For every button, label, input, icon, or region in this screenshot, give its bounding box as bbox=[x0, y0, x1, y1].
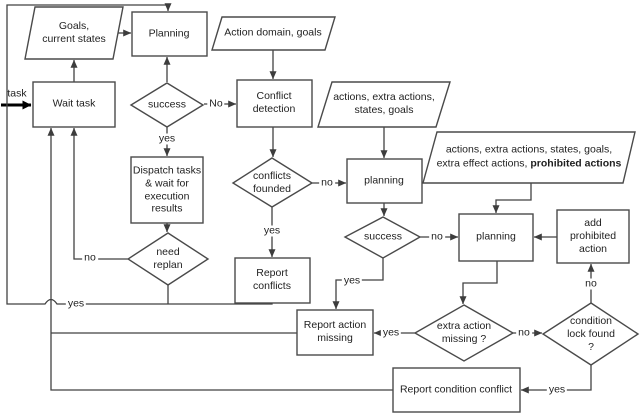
node-add-prohibited-action-shape bbox=[556, 209, 630, 264]
node-planning2-label: planning bbox=[364, 174, 404, 187]
node-dispatch-tasks-label: Dispatch tasks & wait for execution resu… bbox=[132, 164, 202, 215]
node-report-conflicts-label: Report conflicts bbox=[253, 267, 291, 292]
node-add-prohibited-action-label: add prohibited action bbox=[569, 216, 617, 255]
edge-label-need-replan-yes: yes bbox=[65, 297, 87, 310]
node-goals-current-states-shape bbox=[24, 6, 124, 60]
node-planning3-shape bbox=[458, 213, 534, 262]
node-goals-current-states-label: Goals, current states bbox=[42, 20, 106, 45]
node-condition-lock-found-label: condition lock found ? bbox=[567, 314, 615, 353]
edge-label-conflicts-founded-no: no bbox=[319, 176, 335, 189]
node-actions-states-goals-label: actions, extra actions, states, goals bbox=[333, 91, 435, 116]
edge-label-success2-yes: yes bbox=[341, 274, 363, 287]
edge-reportcondition-feedback-to-waittask bbox=[47, 127, 393, 391]
node-report-conflicts-shape bbox=[234, 257, 311, 304]
node-extended-inputs-label: actions, extra actions, states, goals, e… bbox=[433, 143, 625, 170]
node-need-replan-shape bbox=[126, 232, 210, 286]
node-wait-task-shape bbox=[32, 81, 116, 128]
edge-extendedinputs-to-planning3 bbox=[492, 183, 532, 214]
node-planning1-label: Planning bbox=[148, 27, 190, 40]
node-success1-shape bbox=[129, 82, 205, 128]
edge-label-task: task bbox=[7, 87, 27, 100]
edge-needreplan-no-to-waittask bbox=[70, 127, 128, 260]
edge-label-success1-no: No bbox=[207, 97, 225, 110]
node-conflicts-founded-shape bbox=[231, 157, 314, 208]
extended-inputs-normal-text: actions, extra actions, states, goals, e… bbox=[436, 143, 613, 169]
edge-label-extra-action-yes: yes bbox=[380, 326, 402, 339]
node-condition-lock-found-shape bbox=[541, 302, 640, 366]
node-action-domain-goals-shape bbox=[211, 16, 336, 51]
node-report-condition-conflict-shape bbox=[392, 367, 521, 413]
edge-label-conflicts-founded-yes: yes bbox=[261, 224, 283, 237]
node-success2-shape bbox=[343, 216, 422, 259]
node-report-action-missing-shape bbox=[296, 309, 374, 356]
node-wait-task-label: Wait task bbox=[52, 97, 96, 110]
node-planning1-shape bbox=[131, 11, 208, 57]
node-conflict-detection-shape bbox=[236, 79, 313, 128]
node-report-condition-conflict-label: Report condition conflict bbox=[399, 383, 513, 396]
edge-label-success2-no: no bbox=[429, 230, 445, 243]
node-extra-action-missing-shape bbox=[413, 304, 515, 362]
edge-label-extra-action-no: no bbox=[516, 326, 532, 339]
edge-label-condition-lock-yes: yes bbox=[546, 383, 568, 396]
node-success2-label: success bbox=[364, 230, 402, 243]
node-actions-states-goals-shape bbox=[317, 81, 451, 128]
node-conflict-detection-label: Conflict detection bbox=[252, 90, 296, 115]
node-action-domain-goals-label: Action domain, goals bbox=[224, 26, 322, 39]
edge-label-need-replan-no: no bbox=[82, 251, 98, 264]
edge-label-condition-lock-no: no bbox=[583, 277, 599, 290]
node-dispatch-tasks-shape bbox=[130, 156, 204, 224]
extended-inputs-bold-text: prohibited actions bbox=[530, 157, 622, 169]
node-need-replan-label: need replan bbox=[153, 246, 183, 271]
node-success1-label: success bbox=[148, 98, 186, 111]
edge-feedback-loop-to-planning1 bbox=[6, 3, 273, 305]
edge-conditionlock-yes-to-reportcondition bbox=[520, 365, 592, 394]
node-planning3-label: planning bbox=[476, 230, 516, 243]
node-conflicts-founded-label: conflicts founded bbox=[253, 170, 291, 195]
node-extra-action-missing-label: extra action missing ? bbox=[436, 320, 492, 345]
node-report-action-missing-label: Report action missing bbox=[303, 319, 367, 344]
node-planning2-shape bbox=[346, 158, 423, 204]
edge-label-success1-yes: yes bbox=[156, 132, 178, 145]
node-extended-inputs-shape bbox=[422, 131, 636, 184]
edge-planning3-to-extraactionmissing bbox=[459, 261, 498, 305]
